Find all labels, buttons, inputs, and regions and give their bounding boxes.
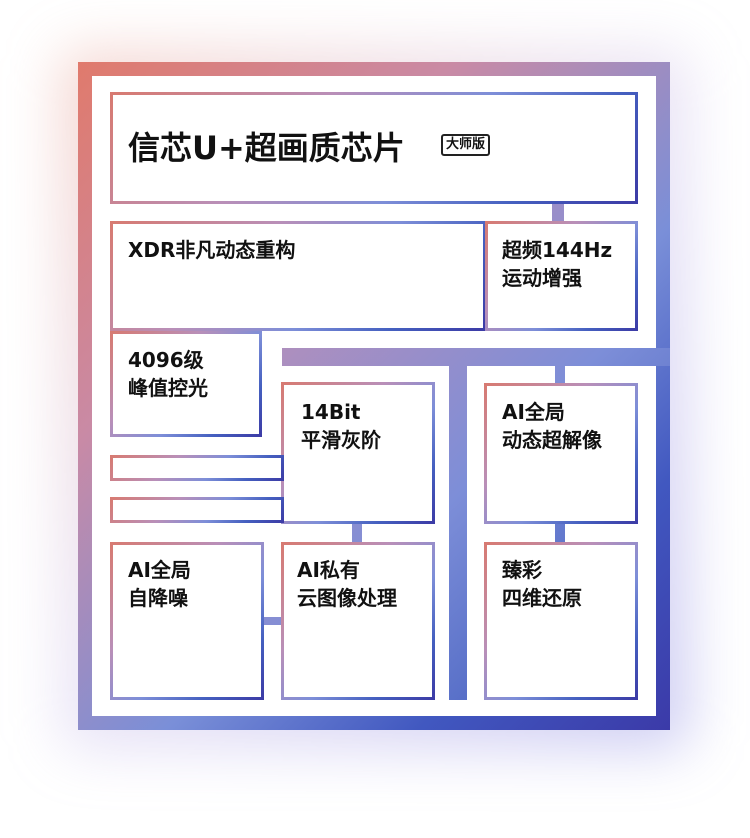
block-ai-noise-label: AI全局 自降噪: [128, 558, 191, 610]
block-ai-super: [484, 383, 638, 524]
block-color: [484, 542, 638, 700]
page-title: 信芯U+超画质芯片: [128, 129, 405, 167]
block-ai-noise: [110, 542, 264, 700]
connector-v-bar: [449, 362, 467, 700]
block-ai-cloud: [281, 542, 435, 700]
pin-bar-2: [110, 497, 284, 523]
connector-right-top: [555, 362, 565, 386]
block-freq: [485, 221, 638, 331]
block-ai-super-label: AI全局 动态超解像: [502, 400, 602, 452]
block-xdr: [110, 221, 486, 331]
connector-bit-cloud: [352, 520, 362, 546]
connector-h-bar: [282, 348, 670, 366]
block-ai-cloud-label: AI私有 云图像处理: [297, 558, 397, 610]
connector-noise-cloud: [262, 617, 284, 625]
block-peak: [110, 331, 262, 437]
edition-badge: 大师版: [441, 134, 491, 156]
connector-right-mid: [555, 520, 565, 546]
pin-bar-1: [110, 455, 284, 481]
connector-title-freq: [552, 202, 564, 224]
title-box: [110, 92, 638, 204]
block-color-label: 臻彩 四维还原: [502, 558, 582, 610]
block-bit: [281, 382, 435, 524]
block-peak-label: 4096级 峰值控光: [128, 348, 208, 400]
block-bit-label: 14Bit 平滑灰阶: [301, 400, 381, 452]
block-freq-label: 超频144Hz 运动增强: [502, 238, 613, 290]
block-xdr-label: XDR非凡动态重构: [128, 238, 296, 262]
